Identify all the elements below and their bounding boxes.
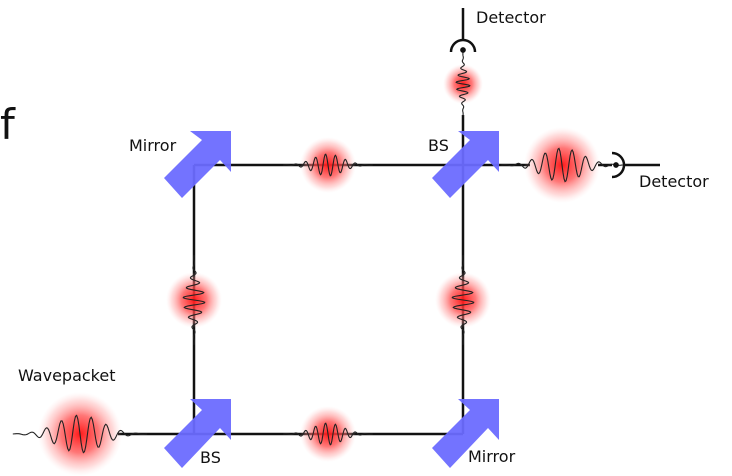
wavepacket-input (12, 392, 148, 476)
beam-splitter-top (432, 131, 499, 198)
wavepacket-output-right (501, 127, 623, 203)
wavepacket-bottom-arm (283, 406, 373, 462)
optics (164, 131, 499, 468)
mirror-top-label: Mirror (129, 136, 177, 155)
mirror-top-left (164, 131, 231, 198)
wavepacket-label: Wavepacket (18, 366, 116, 385)
wavepacket-output-top (443, 51, 483, 117)
detector-right (611, 151, 660, 179)
beam-splitter-bottom (164, 399, 231, 468)
bs-top-label: BS (428, 136, 449, 155)
wavepacket-right-arm (435, 255, 491, 345)
wavepacket-top-arm (283, 137, 373, 193)
bs-bottom-label: BS (200, 448, 221, 467)
panel-letter: f (0, 100, 15, 149)
mirror-bottom-right (432, 399, 499, 468)
mirror-bottom-label: Mirror (468, 447, 516, 466)
detector-top (449, 8, 477, 53)
wavepacket-left-arm (166, 255, 222, 345)
detector-right-label: Detector (639, 172, 709, 191)
detector-top-label: Detector (476, 8, 546, 27)
wavepackets (12, 51, 623, 476)
